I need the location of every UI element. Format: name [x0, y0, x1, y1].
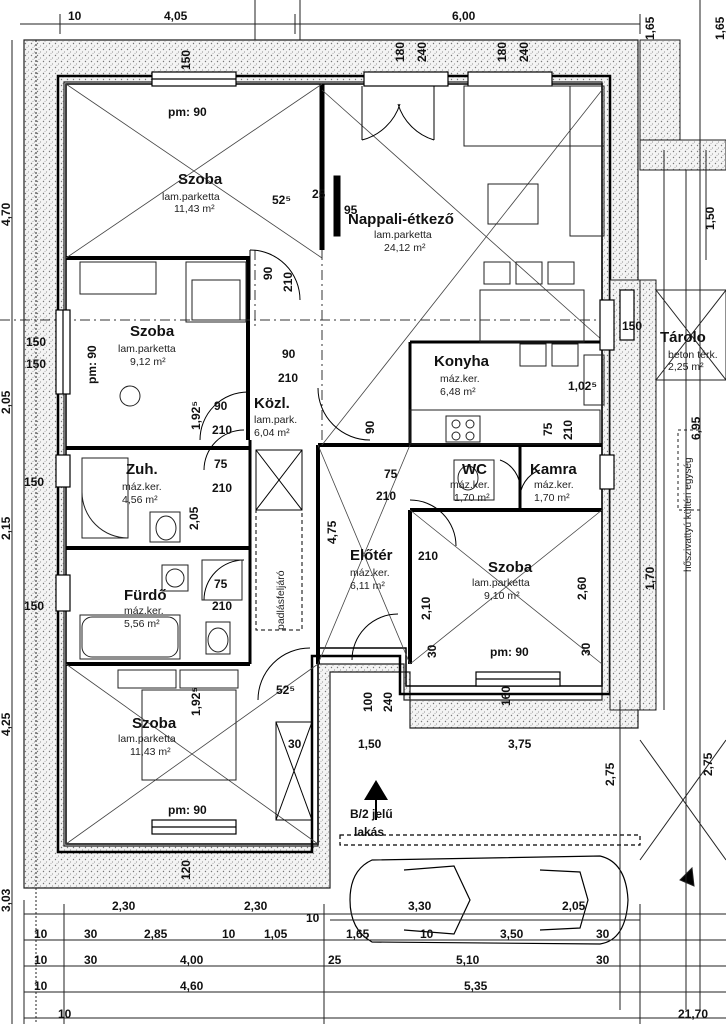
- furniture: [79, 85, 605, 781]
- side-dimension-lines: [11, 0, 707, 1024]
- exterior-walls: [23, 39, 639, 889]
- bottom-dimension-lines: [23, 900, 726, 1024]
- axis-lines: [0, 250, 610, 445]
- attic-stair: [255, 175, 341, 821]
- windows: [55, 71, 635, 835]
- interior-walls: [66, 84, 602, 666]
- car-icon: [339, 834, 641, 945]
- doors: [199, 86, 541, 701]
- annex-walls: [609, 39, 726, 711]
- entrance-arrow-icon: [364, 780, 388, 820]
- room-diagonals: [65, 83, 603, 845]
- top-dimension-lines: [20, 0, 641, 40]
